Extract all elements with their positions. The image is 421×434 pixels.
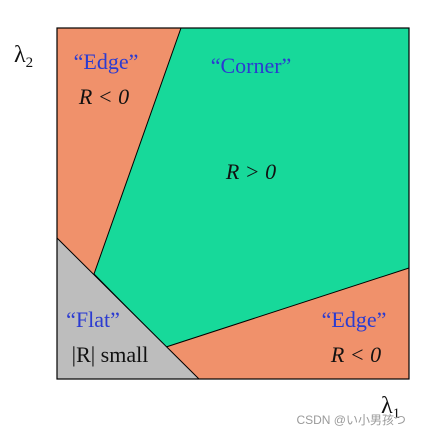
x-axis-label: λ1	[381, 393, 400, 422]
edge-bottom-condition: R < 0	[330, 342, 381, 367]
corner-title: “Corner”	[211, 53, 292, 78]
x-axis-symbol: λ	[381, 393, 393, 419]
x-axis-subscript: 1	[393, 406, 401, 422]
edge-bottom-title: “Edge”	[322, 307, 387, 332]
y-axis-label: λ2	[14, 42, 33, 71]
plot-frame	[56, 27, 410, 380]
y-axis-subscript: 2	[26, 55, 34, 71]
edge-top-condition: R < 0	[78, 84, 129, 109]
corner-condition: R > 0	[225, 159, 276, 184]
watermark-text: CSDN @い小男孩つ	[296, 413, 406, 427]
flat-condition: |R| small	[72, 342, 149, 367]
flat-title: “Flat”	[66, 307, 120, 332]
edge-top-title: “Edge”	[74, 49, 139, 74]
y-axis-symbol: λ	[14, 42, 26, 68]
